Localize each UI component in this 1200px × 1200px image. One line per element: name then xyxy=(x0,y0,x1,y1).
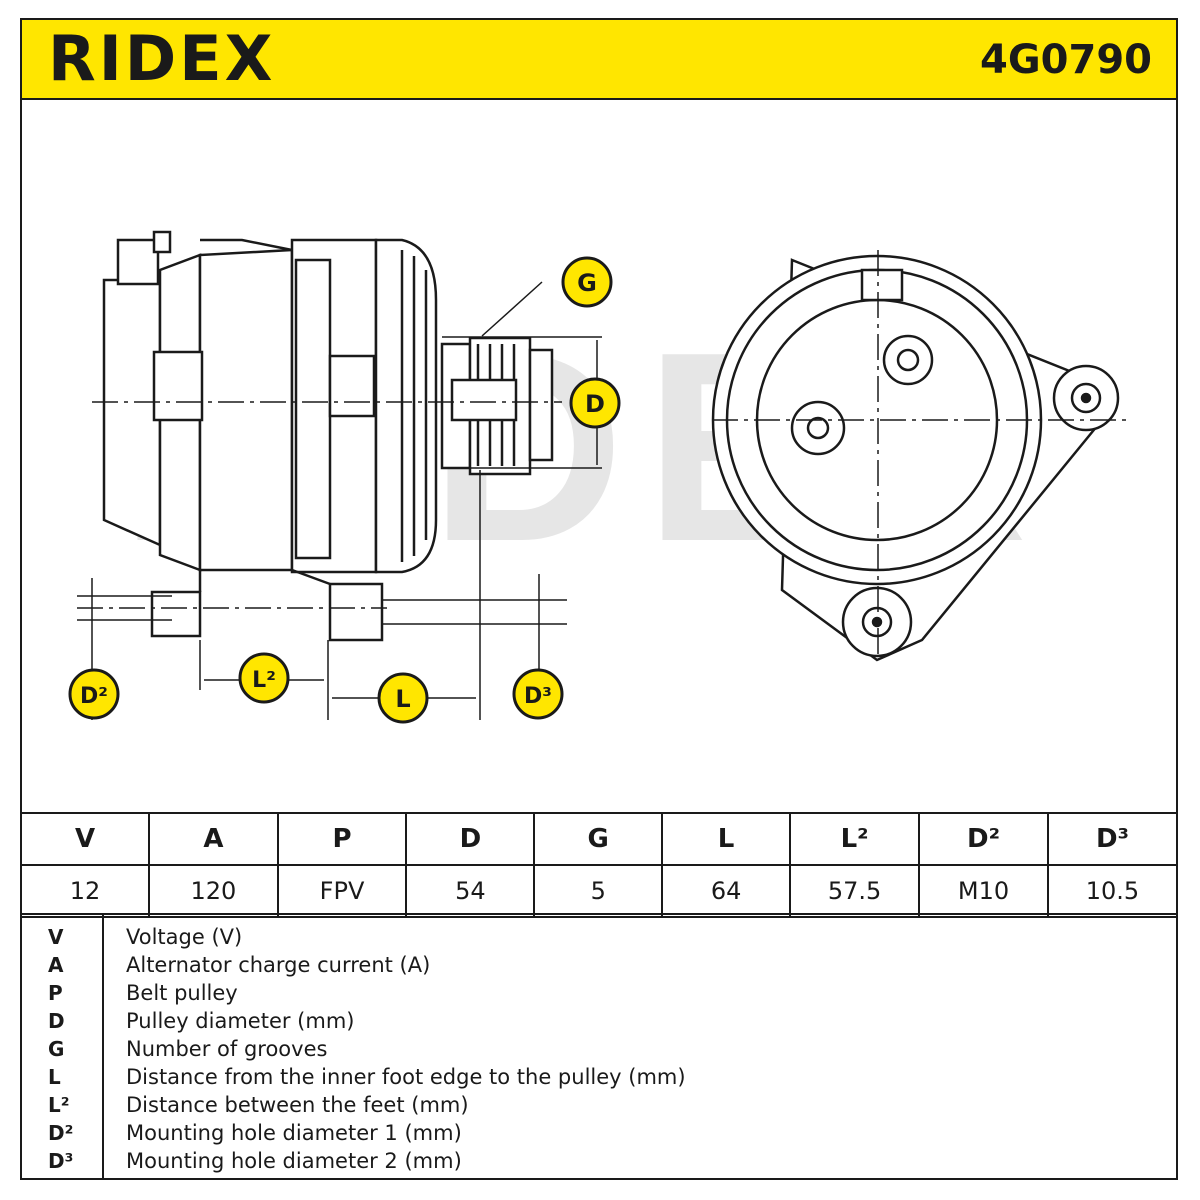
legend-text: Voltage (V) xyxy=(126,925,243,949)
spec-header-p: P xyxy=(276,812,408,866)
legend-text: Distance from the inner foot edge to the… xyxy=(126,1065,686,1089)
alternator-diagram: RIDEX xyxy=(68,230,1132,724)
label-l-text: L xyxy=(395,685,410,713)
label-g: G xyxy=(561,256,613,308)
legend-symbol: L xyxy=(48,1065,61,1089)
part-number: 4G0790 xyxy=(980,37,1152,83)
spec-value-g: 5 xyxy=(533,864,664,918)
spec-value-p: FPV xyxy=(276,864,408,918)
legend-row: V Voltage (V) xyxy=(22,923,1176,951)
spec-value-l: 64 xyxy=(661,864,792,918)
spec-header-row: V A P D G L L² D² D³ xyxy=(19,812,1179,866)
legend-text: Number of grooves xyxy=(126,1037,328,1061)
label-d3: D³ xyxy=(512,668,564,720)
spec-header-l2: L² xyxy=(789,812,921,866)
legend-box: V Voltage (V) A Alternator charge curren… xyxy=(20,913,1178,1180)
label-d2-text: D² xyxy=(80,684,108,709)
legend-symbol: P xyxy=(48,981,63,1005)
legend-text: Alternator charge current (A) xyxy=(126,953,431,977)
legend-divider xyxy=(102,915,104,1178)
legend-symbol: L² xyxy=(48,1093,70,1117)
legend-text: Pulley diameter (mm) xyxy=(126,1009,355,1033)
legend-symbol: D² xyxy=(48,1121,74,1145)
legend-row: D Pulley diameter (mm) xyxy=(22,1007,1176,1035)
spec-value-d3: 10.5 xyxy=(1046,864,1179,918)
legend-symbol: V xyxy=(48,925,64,949)
legend-row: L Distance from the inner foot edge to t… xyxy=(22,1063,1176,1091)
legend-row: D³ Mounting hole diameter 2 (mm) xyxy=(22,1147,1176,1175)
label-d3-text: D³ xyxy=(524,684,552,709)
legend-row: D² Mounting hole diameter 1 (mm) xyxy=(22,1119,1176,1147)
legend-symbol: D xyxy=(48,1009,65,1033)
legend-symbol: A xyxy=(48,953,64,977)
label-l2: L² xyxy=(238,652,290,704)
label-l2-text: L² xyxy=(252,668,276,693)
legend-row: L² Distance between the feet (mm) xyxy=(22,1091,1176,1119)
dimension-lines xyxy=(77,281,602,720)
legend-row: G Number of grooves xyxy=(22,1035,1176,1063)
spec-header-g: G xyxy=(533,812,664,866)
spec-value-row: 12 120 FPV 54 5 64 57.5 M10 10.5 xyxy=(19,864,1179,918)
spec-value-a: 120 xyxy=(148,864,279,918)
legend-text: Distance between the feet (mm) xyxy=(126,1093,469,1117)
legend-text: Mounting hole diameter 1 (mm) xyxy=(126,1121,462,1145)
label-d: D xyxy=(569,377,621,429)
legend-text: Belt pulley xyxy=(126,981,238,1005)
spec-value-l2: 57.5 xyxy=(789,864,921,918)
legend-symbol: D³ xyxy=(48,1149,74,1173)
spec-header-v: V xyxy=(19,812,151,866)
spec-header-l: L xyxy=(661,812,792,866)
label-d2: D² xyxy=(68,668,120,720)
legend-text: Mounting hole diameter 2 (mm) xyxy=(126,1149,462,1173)
label-g-text: G xyxy=(577,269,597,297)
spec-table: V A P D G L L² D² D³ 12 120 FPV 54 5 64 … xyxy=(19,812,1179,918)
brand-logo: RIDEX xyxy=(48,22,276,95)
legend-symbol: G xyxy=(48,1037,65,1061)
side-view xyxy=(77,230,562,642)
label-l: L xyxy=(377,672,429,724)
spec-header-d: D xyxy=(405,812,536,866)
spec-value-d2: M10 xyxy=(918,864,1049,918)
legend-row: A Alternator charge current (A) xyxy=(22,951,1176,979)
spec-header-d3: D³ xyxy=(1046,812,1179,866)
header-bar: RIDEX 4G0790 xyxy=(20,18,1178,100)
spec-value-d: 54 xyxy=(405,864,536,918)
spec-value-v: 12 xyxy=(19,864,151,918)
spec-header-d2: D² xyxy=(918,812,1049,866)
legend-row: P Belt pulley xyxy=(22,979,1176,1007)
front-view xyxy=(711,250,1132,662)
spec-header-a: A xyxy=(148,812,279,866)
label-d-text: D xyxy=(585,390,605,418)
